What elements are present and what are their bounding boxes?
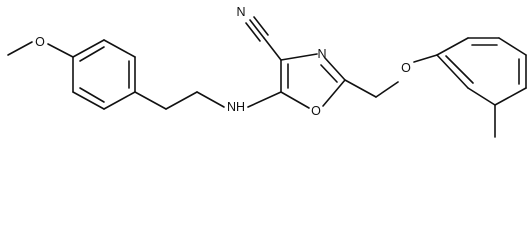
bond-ch2-ch2 (165, 91, 198, 110)
bond-ring2-f (467, 87, 496, 106)
bond-n3-c2 (324, 57, 346, 81)
bond-o-aryl (47, 43, 74, 58)
amine-nh-label: NH (227, 100, 245, 114)
bond-n3-c2-double (320, 64, 338, 83)
bond-ring2-c (498, 37, 527, 56)
nitrile-nitrogen-label: N (236, 5, 245, 19)
bond-nh-c5 (247, 91, 282, 108)
bond-ring1-a (72, 39, 105, 58)
bond-ring2-g (436, 54, 469, 89)
bond-o-tolyl (413, 54, 438, 63)
bond-aryl-ch2 (134, 91, 167, 110)
oxazole-oxygen-label: O (311, 104, 321, 118)
bond-ring2-double-3 (445, 55, 474, 84)
bond-cn-triple-2 (253, 16, 269, 36)
bond-ring2-e (494, 87, 527, 106)
structure-svg: O N N O NH O (7, 5, 527, 138)
ether-oxygen-label: O (401, 61, 411, 75)
oxazole-nitrogen-label: N (317, 47, 326, 61)
bond-o1-c5 (280, 91, 310, 109)
bond-ring1-double-3 (79, 87, 105, 103)
bond-cn-triple-3 (245, 22, 261, 42)
bond-ch2-nh (196, 91, 225, 108)
bond-c4-cn (263, 37, 282, 61)
bond-cn-triple-1 (249, 19, 265, 39)
bond-ring1-b (103, 39, 136, 58)
bond-c4-n3 (280, 53, 318, 61)
bond-ring2-a (436, 37, 469, 56)
bond-c2-o1 (322, 79, 346, 107)
bonds (7, 16, 527, 138)
bond-ring1-d (103, 91, 136, 110)
bond-ring1-double-1 (79, 46, 105, 62)
methoxy-oxygen-label: O (35, 35, 45, 49)
atom-labels: O N N O NH O (35, 5, 411, 118)
bond-ring1-e (72, 91, 105, 110)
bond-ch2-o (375, 81, 399, 98)
molecule-canvas: O N N O NH O (7, 5, 527, 138)
bond-methyl-o (7, 41, 33, 56)
bond-c2-ch2 (344, 79, 377, 98)
